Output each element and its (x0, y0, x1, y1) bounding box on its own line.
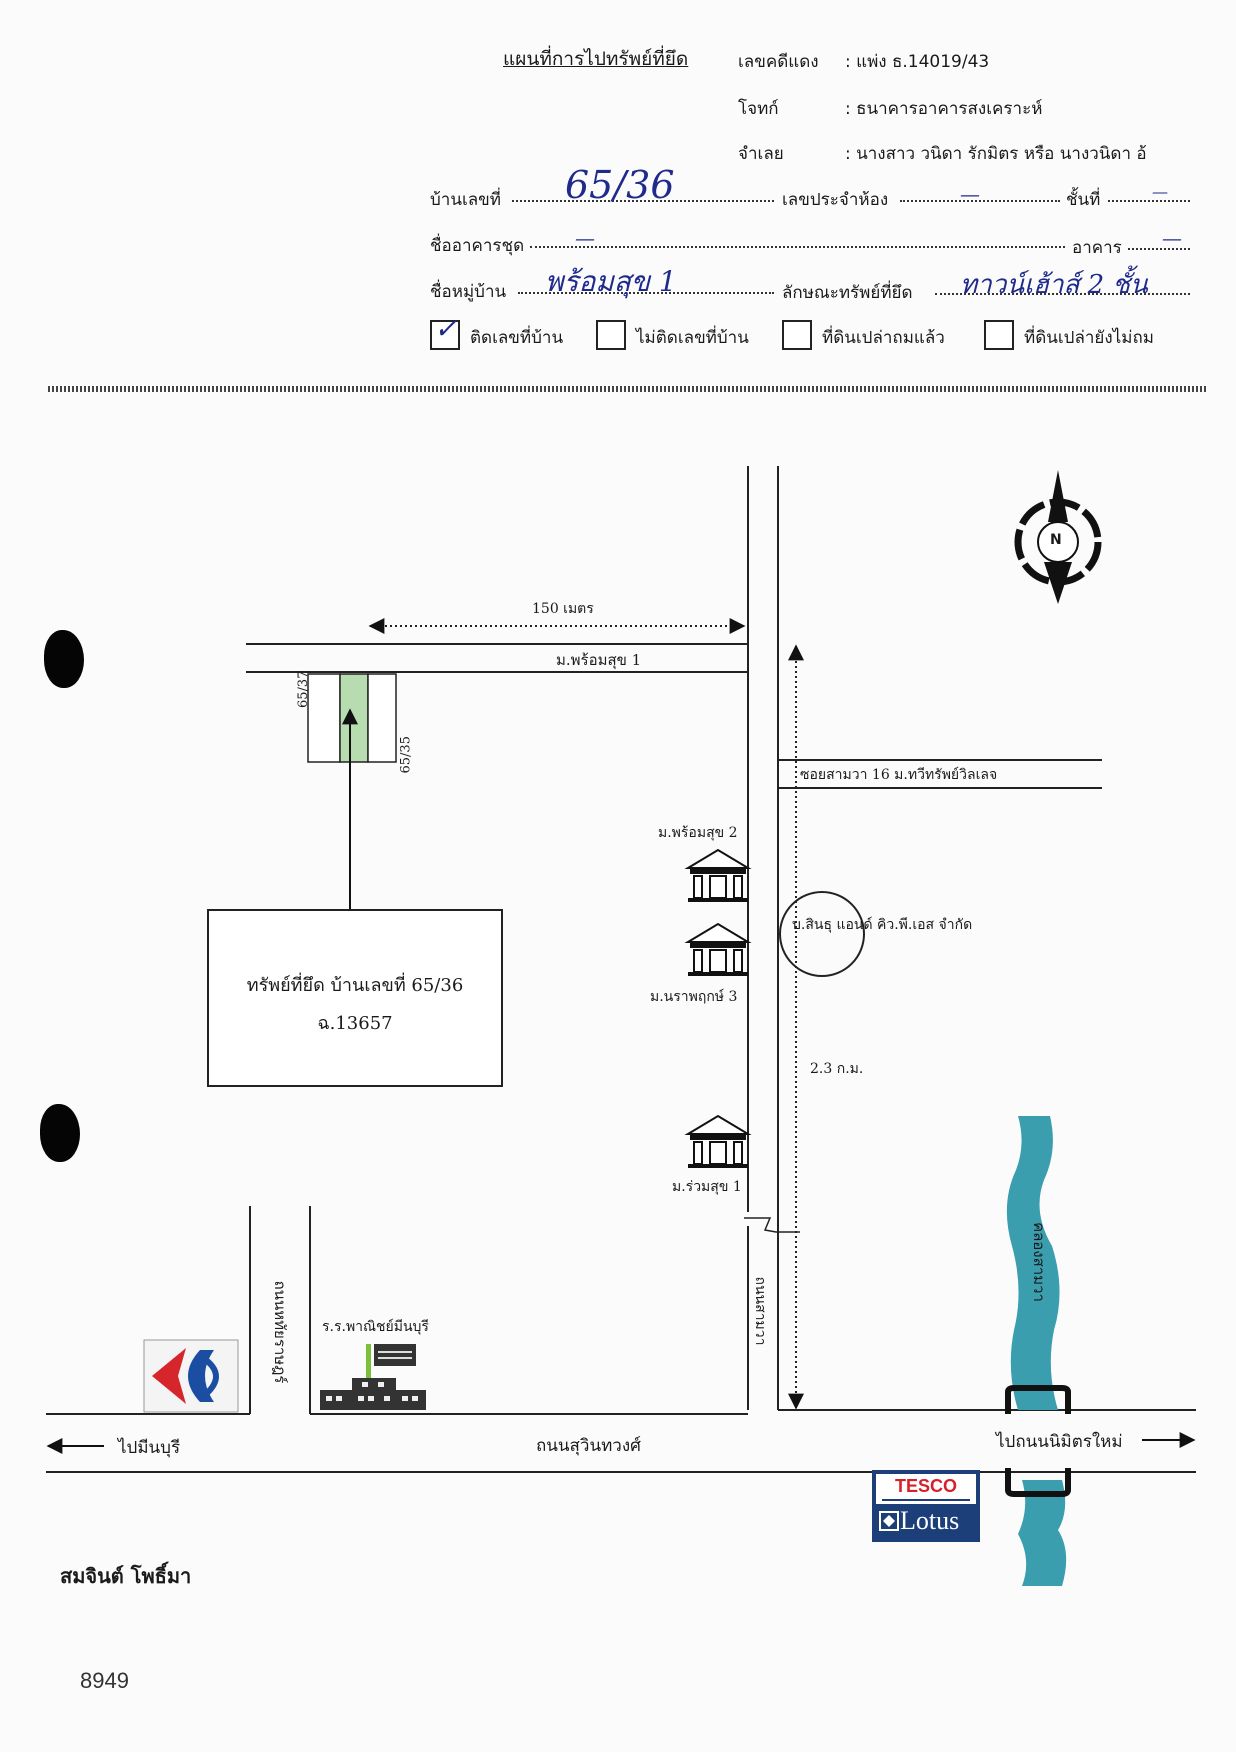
checkbox-house-number[interactable] (430, 320, 460, 350)
village-dots (518, 292, 774, 294)
property-box (207, 909, 503, 1087)
property-type-dots (935, 293, 1190, 295)
building-value: — (1162, 226, 1182, 250)
punch-hole-top (44, 630, 84, 688)
tesco-label: TESCO (894, 1476, 957, 1496)
condo-dots (530, 246, 1065, 248)
bridge-icon (1005, 1385, 1071, 1497)
soi-label: ซอยสามวา 16 ม.ทวีทรัพย์วิลเลจ (800, 767, 998, 783)
label-to-minburi: ไปมีนบุรี (118, 1438, 181, 1458)
road-soi-samwa16 (778, 759, 1102, 789)
checkbox-label-land-filled: ที่ดินเปล่าถมแล้ว (822, 328, 945, 348)
road-label-hathairat: ถนนหทัยราษฎร์ (271, 1280, 289, 1384)
village-value: พร้อมสุข 1 (545, 265, 677, 298)
checkbox-label-no-house-number: ไม่ติดเลขที่บ้าน (636, 328, 749, 348)
road-label-samwa: ถนนสามวา (752, 1276, 768, 1346)
floor-label: ชั้นที่ (1066, 190, 1101, 210)
village-gate-icon (684, 922, 752, 976)
road-break-symbol (744, 1217, 800, 1233)
map-title: แผนที่การไปทรัพย์ที่ยึด (503, 48, 689, 70)
lot-label-65-35: 65/35 (398, 736, 414, 774)
house-no-dots (512, 200, 774, 202)
checkbox-label-land-unfilled: ที่ดินเปล่ายังไม่ถม (1024, 328, 1154, 348)
company-circle (779, 891, 865, 977)
road-suwinthawong (46, 1409, 1196, 1473)
company-label: บ.สินธุ แอนด์ คิว.พี.เอส จำกัด (792, 917, 973, 933)
room-no-value: — (960, 182, 980, 206)
village-ruamsuk-label: ม.ร่วมสุข 1 (672, 1179, 742, 1195)
village2-label: ม.พร้อมสุข 2 (658, 825, 738, 841)
lot-65-37 (307, 673, 341, 763)
property-box-line1: ทรัพย์ที่ยึด บ้านเลขที่ 65/36 (246, 975, 464, 996)
property-box-line2: ฉ.13657 (317, 1013, 393, 1034)
house-no-label: บ้านเลขที่ (430, 190, 502, 210)
page-number: 8949 (80, 1668, 129, 1693)
lot-65-35 (367, 673, 397, 763)
property-type-value: ทาวน์เฮ้าส์ 2 ชั้น (960, 270, 1148, 300)
village-gate-icon (684, 1114, 752, 1168)
building-dots (1128, 248, 1190, 250)
distance-150m-label: 150 เมตร (532, 601, 594, 617)
punch-hole-bottom (40, 1104, 80, 1162)
road-hathairat (249, 1206, 311, 1414)
village-gate-icon (684, 848, 752, 902)
checkbox-land-filled[interactable] (782, 320, 812, 350)
checkbox-label-house-number: ติดเลขที่บ้าน (470, 328, 564, 348)
village-label: ชื่อหมู่บ้าน (430, 282, 507, 302)
checkbox-no-house-number[interactable] (596, 320, 626, 350)
plaintiff-value: : ธนาคารอาคารสงเคราะห์ (845, 99, 1043, 119)
header-separator (48, 386, 1208, 392)
lot-65-36-highlight (339, 673, 369, 763)
road-label-village1: ม.พร้อมสุข 1 (556, 651, 642, 669)
tesco-lotus-logo-icon (872, 1470, 980, 1542)
property-type-label: ลักษณะทรัพย์ที่ยึด (782, 283, 913, 303)
lotus-label: Lotus (900, 1506, 960, 1535)
compass-icon (1014, 470, 1102, 604)
red-case-label: เลขคดีแดง (738, 52, 819, 72)
carrefour-logo-icon (143, 1339, 239, 1413)
condo-value: — (575, 226, 595, 250)
road-label-suwinthawong: ถนนสุวินทวงศ์ (536, 1436, 641, 1456)
floor-value: — (1152, 182, 1168, 201)
compass-n-label: N (1050, 532, 1062, 548)
floor-dots (1108, 200, 1190, 202)
plaintiff-label: โจทก์ (738, 99, 779, 119)
defendant-label: จำเลย (738, 144, 784, 164)
canal-samwa (1006, 1116, 1060, 1410)
check-mark-icon: ✓ (434, 312, 458, 345)
canal-samwa-south (1018, 1480, 1067, 1586)
label-to-nimitmai: ไปถนนนิมิตรใหม่ (996, 1432, 1123, 1452)
house-no-value: 65/36 (565, 163, 675, 207)
room-no-dots (900, 200, 1060, 202)
road-village1 (246, 643, 748, 673)
checkbox-land-unfilled[interactable] (984, 320, 1014, 350)
lot-label-65-37: 65/37 (296, 670, 311, 708)
school-icon (320, 1344, 426, 1410)
distance-2-3km-label: 2.3 ก.ม. (810, 1061, 864, 1077)
canal-label: คลองสามวา (1030, 1222, 1048, 1302)
village-narapruk-label: ม.นราพฤกษ์ 3 (650, 989, 738, 1005)
room-no-label: เลขประจำห้อง (782, 190, 889, 210)
building-label: อาคาร (1072, 238, 1122, 258)
condo-label: ชื่ออาคารชุด (430, 236, 525, 256)
defendant-value: : นางสาว วนิดา รักมิตร หรือ นางวนิดา อ้ (845, 144, 1147, 164)
red-case-value: : แพ่ง ธ.14019/43 (845, 52, 990, 72)
school-label: ร.ร.พาณิชย์มีนบุรี (322, 1319, 429, 1335)
author-name: สมจินต์ โพธิ์มา (60, 1564, 192, 1588)
